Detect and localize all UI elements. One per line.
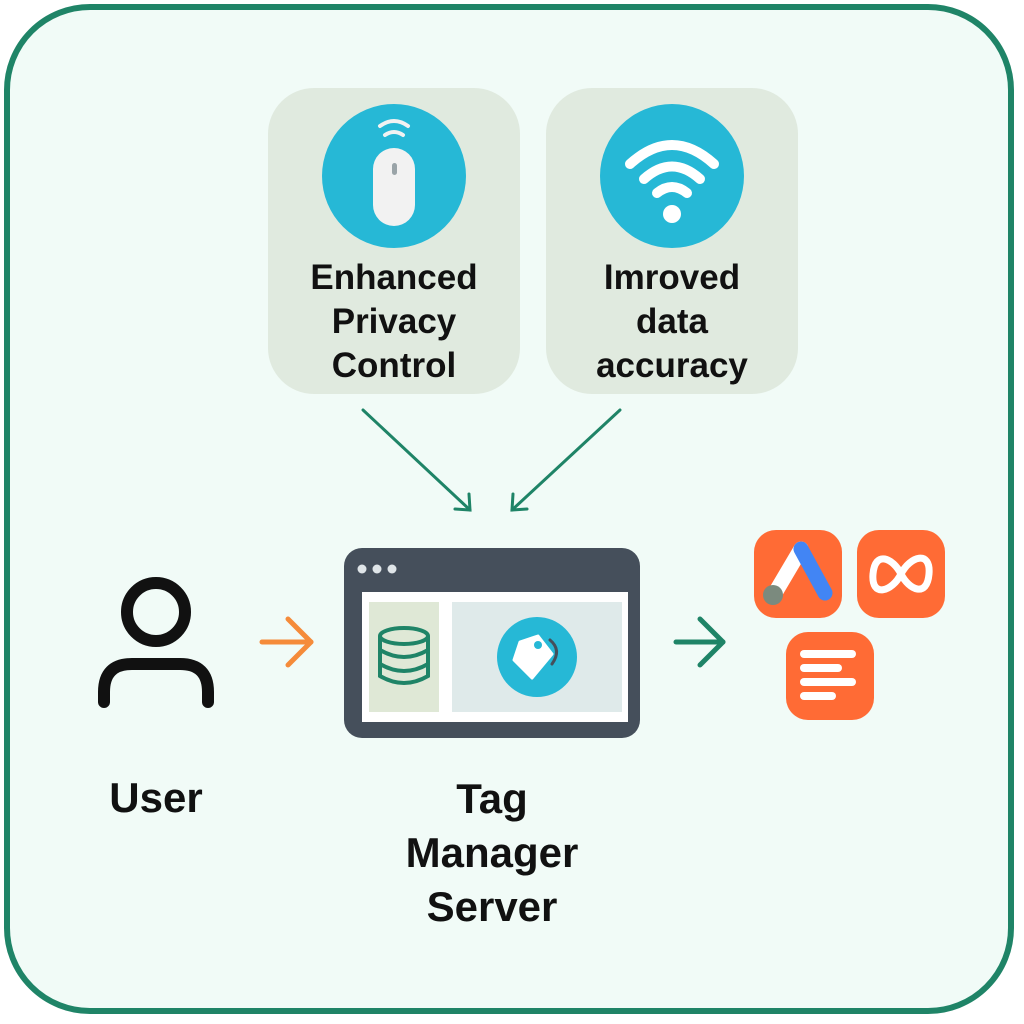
meta-icon — [857, 530, 945, 618]
arrow-accuracy-to-server — [510, 408, 622, 512]
benefit-label-accuracy: Imroved data accuracy — [596, 258, 748, 385]
benefit-card-accuracy: Imroved data accuracy — [546, 88, 798, 394]
server-label: Tag Manager Server — [405, 775, 579, 930]
browser-window-icon — [344, 548, 640, 738]
mouse-icon — [322, 104, 466, 248]
text-align-left-icon — [786, 632, 874, 720]
wifi-icon — [600, 104, 744, 248]
user-icon — [98, 577, 214, 708]
arrow-user-to-server — [259, 616, 314, 668]
arrow-server-to-destinations — [673, 616, 726, 668]
database-icon — [378, 626, 430, 685]
benefit-label-privacy: Enhanced Privacy Control — [310, 258, 478, 385]
google-ads-icon — [754, 530, 842, 618]
user-label: User — [109, 774, 203, 821]
benefit-card-privacy: Enhanced Privacy Control — [268, 88, 520, 394]
arrow-privacy-to-server — [361, 408, 472, 512]
tag-icon — [497, 617, 577, 697]
